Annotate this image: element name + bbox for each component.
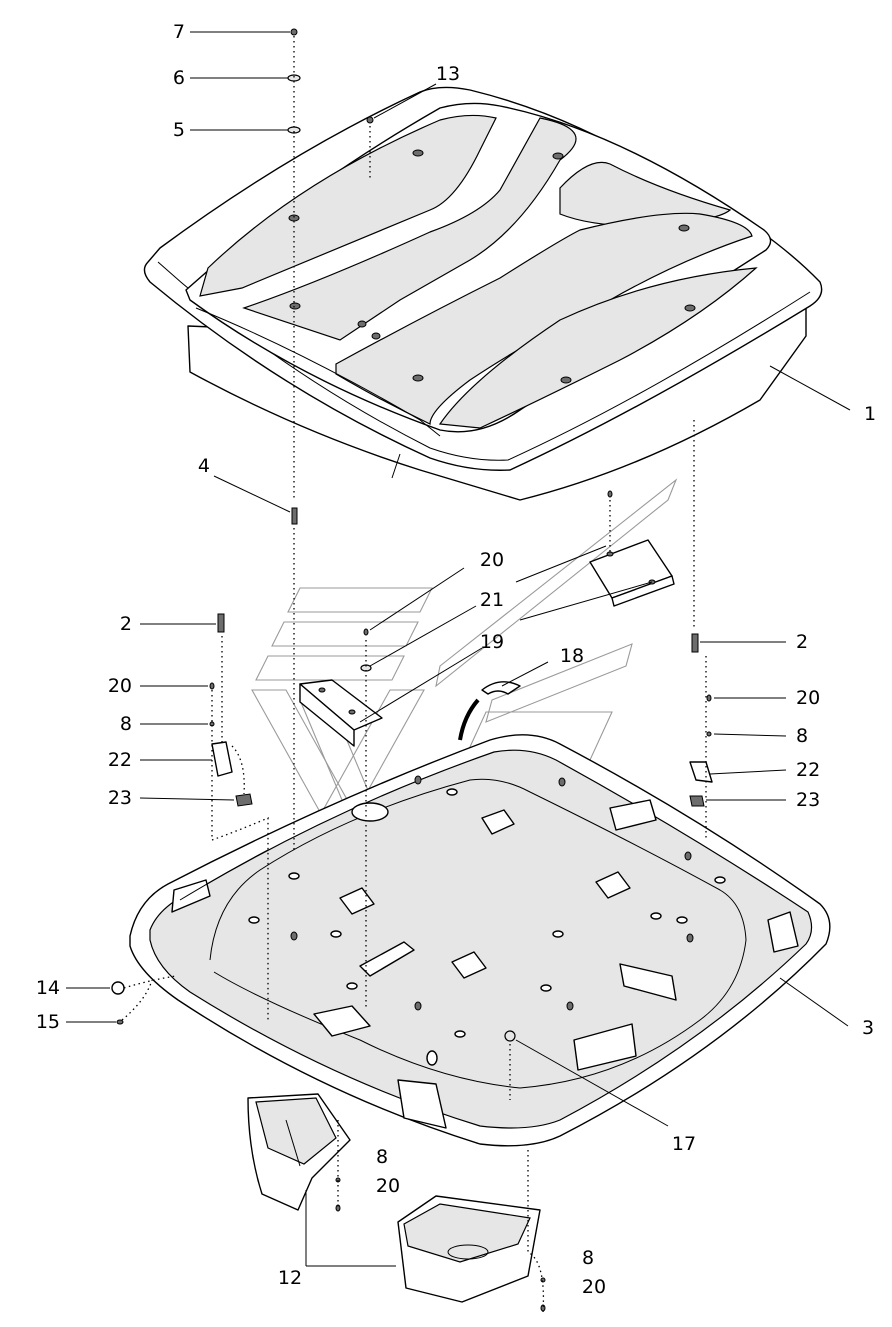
callout-6: 6 xyxy=(173,67,185,89)
part-14-knob xyxy=(111,981,125,995)
part-17-fastener xyxy=(504,1030,516,1042)
callout-22-right: 22 xyxy=(796,759,820,781)
callout-14: 14 xyxy=(36,977,60,999)
part-23-nut-left xyxy=(235,793,253,807)
callout-17: 17 xyxy=(672,1133,696,1155)
part-1-roof-panel xyxy=(143,86,823,501)
assembly-lines xyxy=(121,36,707,1313)
callout-2-right: 2 xyxy=(796,631,808,653)
callout-8-right: 8 xyxy=(796,725,808,747)
part-3-headliner xyxy=(129,734,831,1147)
callout-4: 4 xyxy=(198,455,210,477)
callout-labels: 7 6 5 13 1 4 20 21 19 18 2 20 8 22 23 2 … xyxy=(36,21,876,1298)
part-22-clip-right xyxy=(689,761,713,783)
headliner-sockets xyxy=(248,775,726,1038)
part-12-front-console xyxy=(247,1093,351,1211)
callout-20-console: 20 xyxy=(582,1276,606,1298)
part-22-clip-left xyxy=(211,741,233,777)
callout-13: 13 xyxy=(436,63,460,85)
callout-20-bottom: 20 xyxy=(376,1175,400,1197)
part-18-seal xyxy=(458,681,521,741)
part-13-plug xyxy=(366,116,374,124)
callout-20-left: 20 xyxy=(108,675,132,697)
part-19-bracket xyxy=(589,539,675,607)
callout-20-right: 20 xyxy=(796,687,820,709)
callout-18: 18 xyxy=(560,645,584,667)
callout-21: 21 xyxy=(480,589,504,611)
callout-8-console: 8 xyxy=(582,1247,594,1269)
roof-fastener-holes xyxy=(288,149,696,384)
callout-8-bottom: 8 xyxy=(376,1146,388,1168)
callout-15: 15 xyxy=(36,1011,60,1033)
part-8-washer-right xyxy=(706,731,712,737)
callout-3: 3 xyxy=(862,1017,874,1039)
part-20-screw-right xyxy=(706,694,712,702)
part-23-nut-right xyxy=(689,795,705,807)
callout-7: 7 xyxy=(173,21,185,43)
part-20-screw-left xyxy=(209,682,215,690)
part-7-cap xyxy=(290,28,298,36)
callout-12: 12 xyxy=(278,1267,302,1289)
part-6-washer xyxy=(287,74,301,82)
part-2-stud-left xyxy=(217,613,225,633)
part-2-stud-right xyxy=(691,633,699,653)
callout-5: 5 xyxy=(173,119,185,141)
callout-2-left: 2 xyxy=(120,613,132,635)
part-20-screw-top xyxy=(607,490,613,498)
part-15-screw xyxy=(116,1019,124,1025)
callout-8-left: 8 xyxy=(120,713,132,735)
part-21-bracket xyxy=(299,679,383,747)
callout-19: 19 xyxy=(480,631,504,653)
callout-20-upper: 20 xyxy=(480,549,504,571)
callout-23-left: 23 xyxy=(108,787,132,809)
callout-23-right: 23 xyxy=(796,789,820,811)
part-4-stud xyxy=(291,507,298,525)
part-20-screw-mid xyxy=(363,628,369,636)
callout-1: 1 xyxy=(864,403,876,425)
part-12-rear-console xyxy=(397,1195,541,1303)
leader-lines xyxy=(66,31,851,1267)
callout-22-left: 22 xyxy=(108,749,132,771)
